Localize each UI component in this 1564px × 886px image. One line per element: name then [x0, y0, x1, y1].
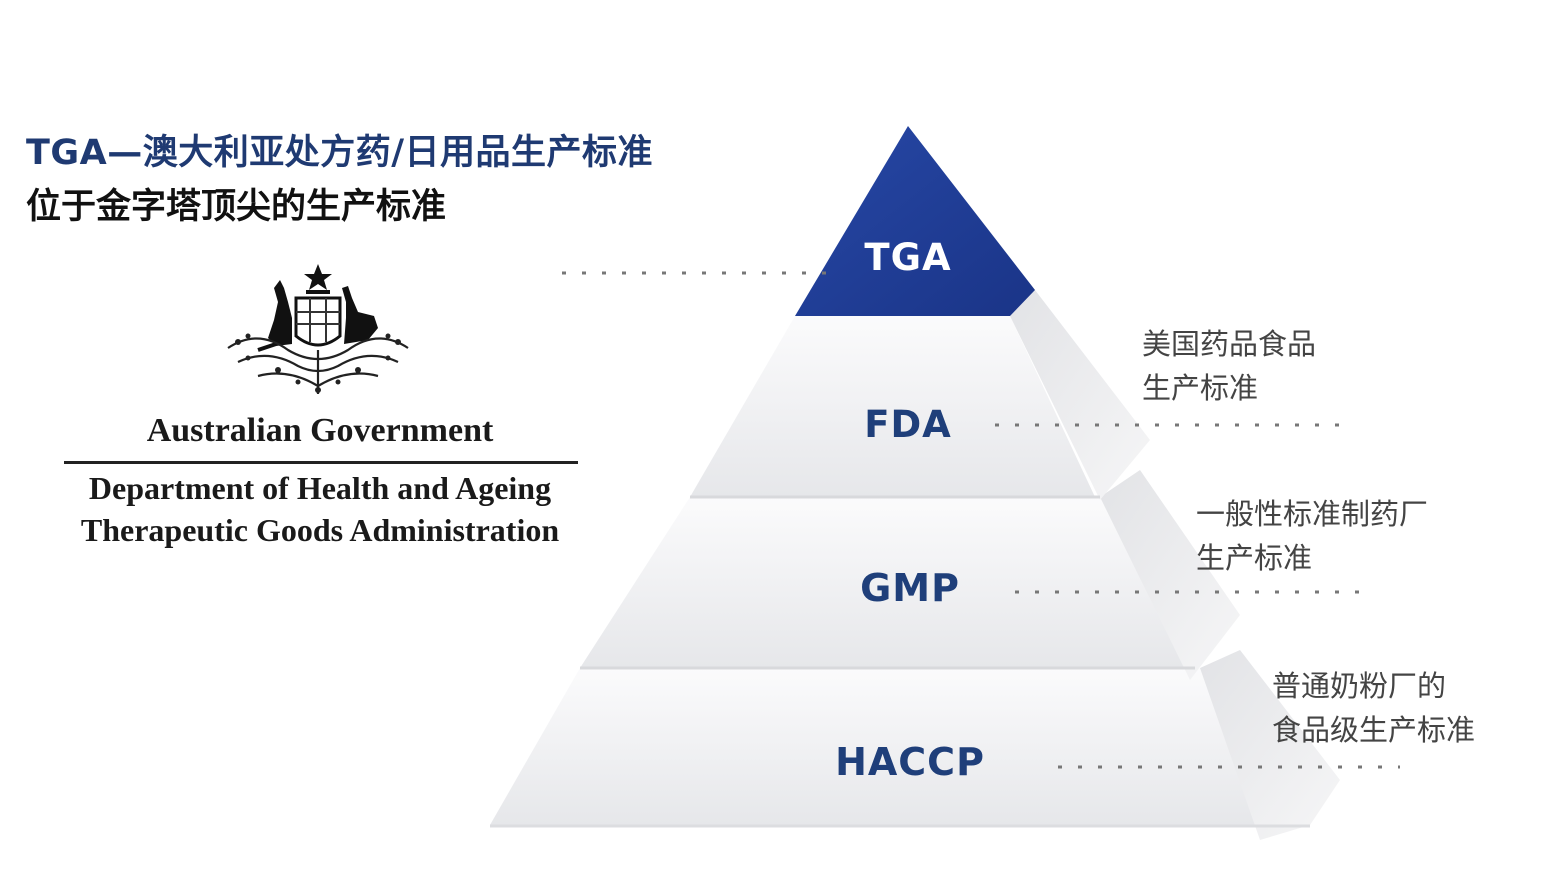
department-name: Department of Health and Ageing [88, 470, 552, 506]
description-line: 一般性标准制药厂 [1196, 497, 1429, 531]
australian-coat-of-arms-icon [227, 264, 409, 394]
government-name: Australian Government [146, 412, 494, 449]
agency-name: Therapeutic Goods Administration [80, 512, 560, 548]
tier-label-gmp: GMP [860, 566, 960, 610]
tier-tga [795, 126, 1035, 316]
tier-gmp [580, 470, 1240, 680]
description-line: 生产标准 [1142, 371, 1259, 405]
description-line: 生产标准 [1196, 541, 1313, 575]
tier-description-fda: 美国药品食品 生产标准 [1142, 322, 1316, 410]
description-line: 食品级生产标准 [1272, 713, 1476, 747]
tier-description-haccp: 普通奶粉厂的 食品级生产标准 [1272, 664, 1475, 752]
description-line: 美国药品食品 [1142, 327, 1317, 361]
tier-label-haccp: HACCP [835, 740, 985, 784]
tier-haccp [490, 650, 1340, 840]
tier-label-tga: TGA [864, 236, 952, 279]
tier-fda [690, 290, 1150, 500]
headline: TGA—澳大利亚处方药/日用品生产标准 [26, 133, 653, 173]
tier-description-gmp: 一般性标准制药厂 生产标准 [1196, 492, 1428, 580]
tier-label-fda: FDA [864, 403, 952, 446]
subheadline: 位于金字塔顶尖的生产标准 [26, 187, 447, 227]
logo-divider [64, 461, 578, 464]
description-line: 普通奶粉厂的 [1272, 669, 1447, 703]
